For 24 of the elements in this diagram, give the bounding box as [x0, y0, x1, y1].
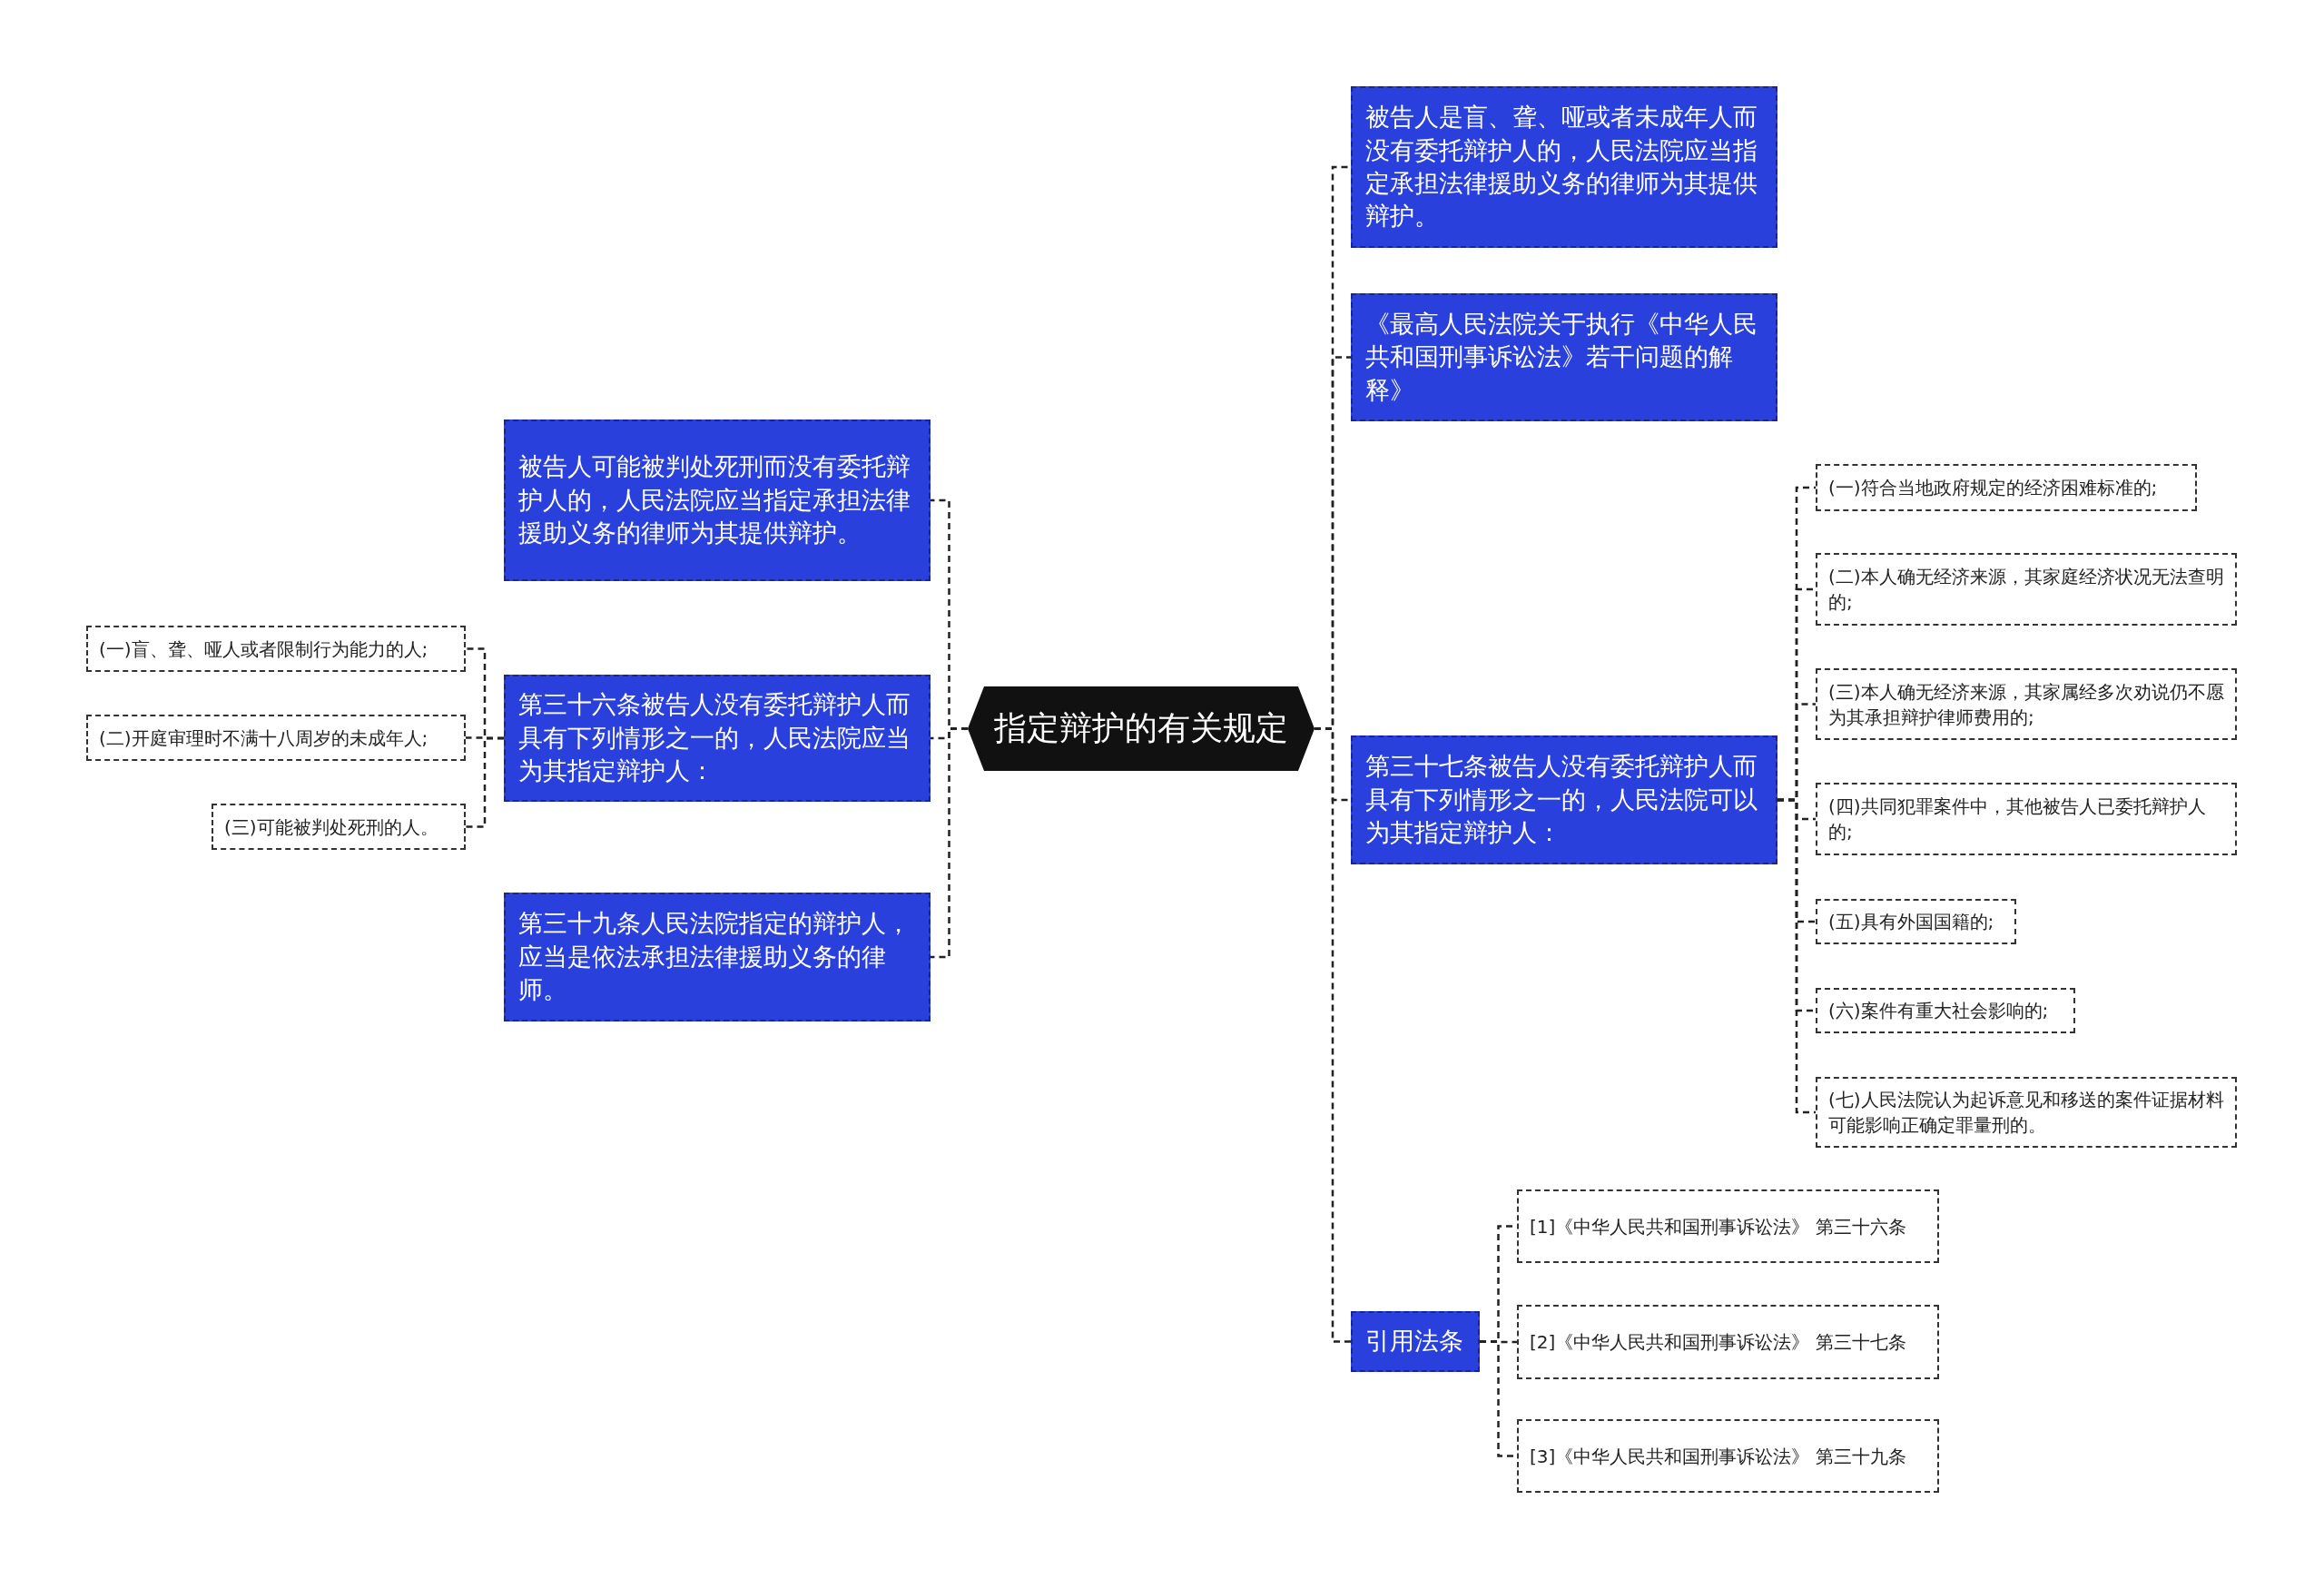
subtopic-box: (一)盲、聋、哑人或者限制行为能力的人;: [86, 626, 466, 672]
topic-box: 第三十九条人民法院指定的辩护人，应当是依法承担法律援助义务的律师。: [504, 893, 931, 1021]
subtopic-box: (一)符合当地政府规定的经济困难标准的;: [1816, 464, 2197, 511]
topic-box: 引用法条: [1351, 1311, 1480, 1372]
subtopic-box: (六)案件有重大社会影响的;: [1816, 988, 2075, 1033]
subtopic-box: (三)本人确无经济来源，其家属经多次劝说仍不愿为其承担辩护律师费用的;: [1816, 668, 2237, 740]
connector-line: [466, 736, 504, 828]
subtopic-box: (七)人民法院认为起诉意见和移送的案件证据材料可能影响正确定罪量刑的。: [1816, 1077, 2237, 1148]
subtopic-box: [2]《中华人民共和国刑事诉讼法》 第三十七条: [1517, 1305, 1939, 1379]
connector-line: [931, 727, 968, 959]
central-topic: 指定辩护的有关规定: [968, 686, 1315, 771]
subtopic-box: (四)共同犯罪案件中，其他被告人已委托辩护人的;: [1816, 783, 2237, 855]
subtopic-box: [1]《中华人民共和国刑事诉讼法》 第三十六条: [1517, 1189, 1939, 1263]
topic-box: 第三十六条被告人没有委托辩护人而具有下列情形之一的，人民法院应当为其指定辩护人：: [504, 675, 931, 802]
subtopic-box: (三)可能被判处死刑的人。: [212, 804, 466, 850]
subtopic-box: (五)具有外国国籍的;: [1816, 899, 2016, 944]
topic-box: 被告人可能被判处死刑而没有委托辩护人的，人民法院应当指定承担法律援助义务的律师为其提供辩护。: [504, 419, 931, 581]
topic-box: 第三十七条被告人没有委托辩护人而具有下列情形之一的，人民法院可以为其指定辩护人：: [1351, 735, 1777, 864]
subtopic-box: (二)本人确无经济来源，其家庭经济状况无法查明的;: [1816, 553, 2237, 626]
connector-line: [1777, 798, 1816, 1114]
topic-box: 《最高人民法院关于执行《中华人民共和国刑事诉讼法》若干问题的解释》: [1351, 293, 1777, 421]
topic-box: 被告人是盲、聋、哑或者未成年人而没有委托辩护人的，人民法院应当指定承担法律援助义务的律师为其提供辩护。: [1351, 86, 1777, 248]
subtopic-box: (二)开庭审理时不满十八周岁的未成年人;: [86, 715, 466, 761]
subtopic-box: [3]《中华人民共和国刑事诉讼法》 第三十九条: [1517, 1419, 1939, 1493]
